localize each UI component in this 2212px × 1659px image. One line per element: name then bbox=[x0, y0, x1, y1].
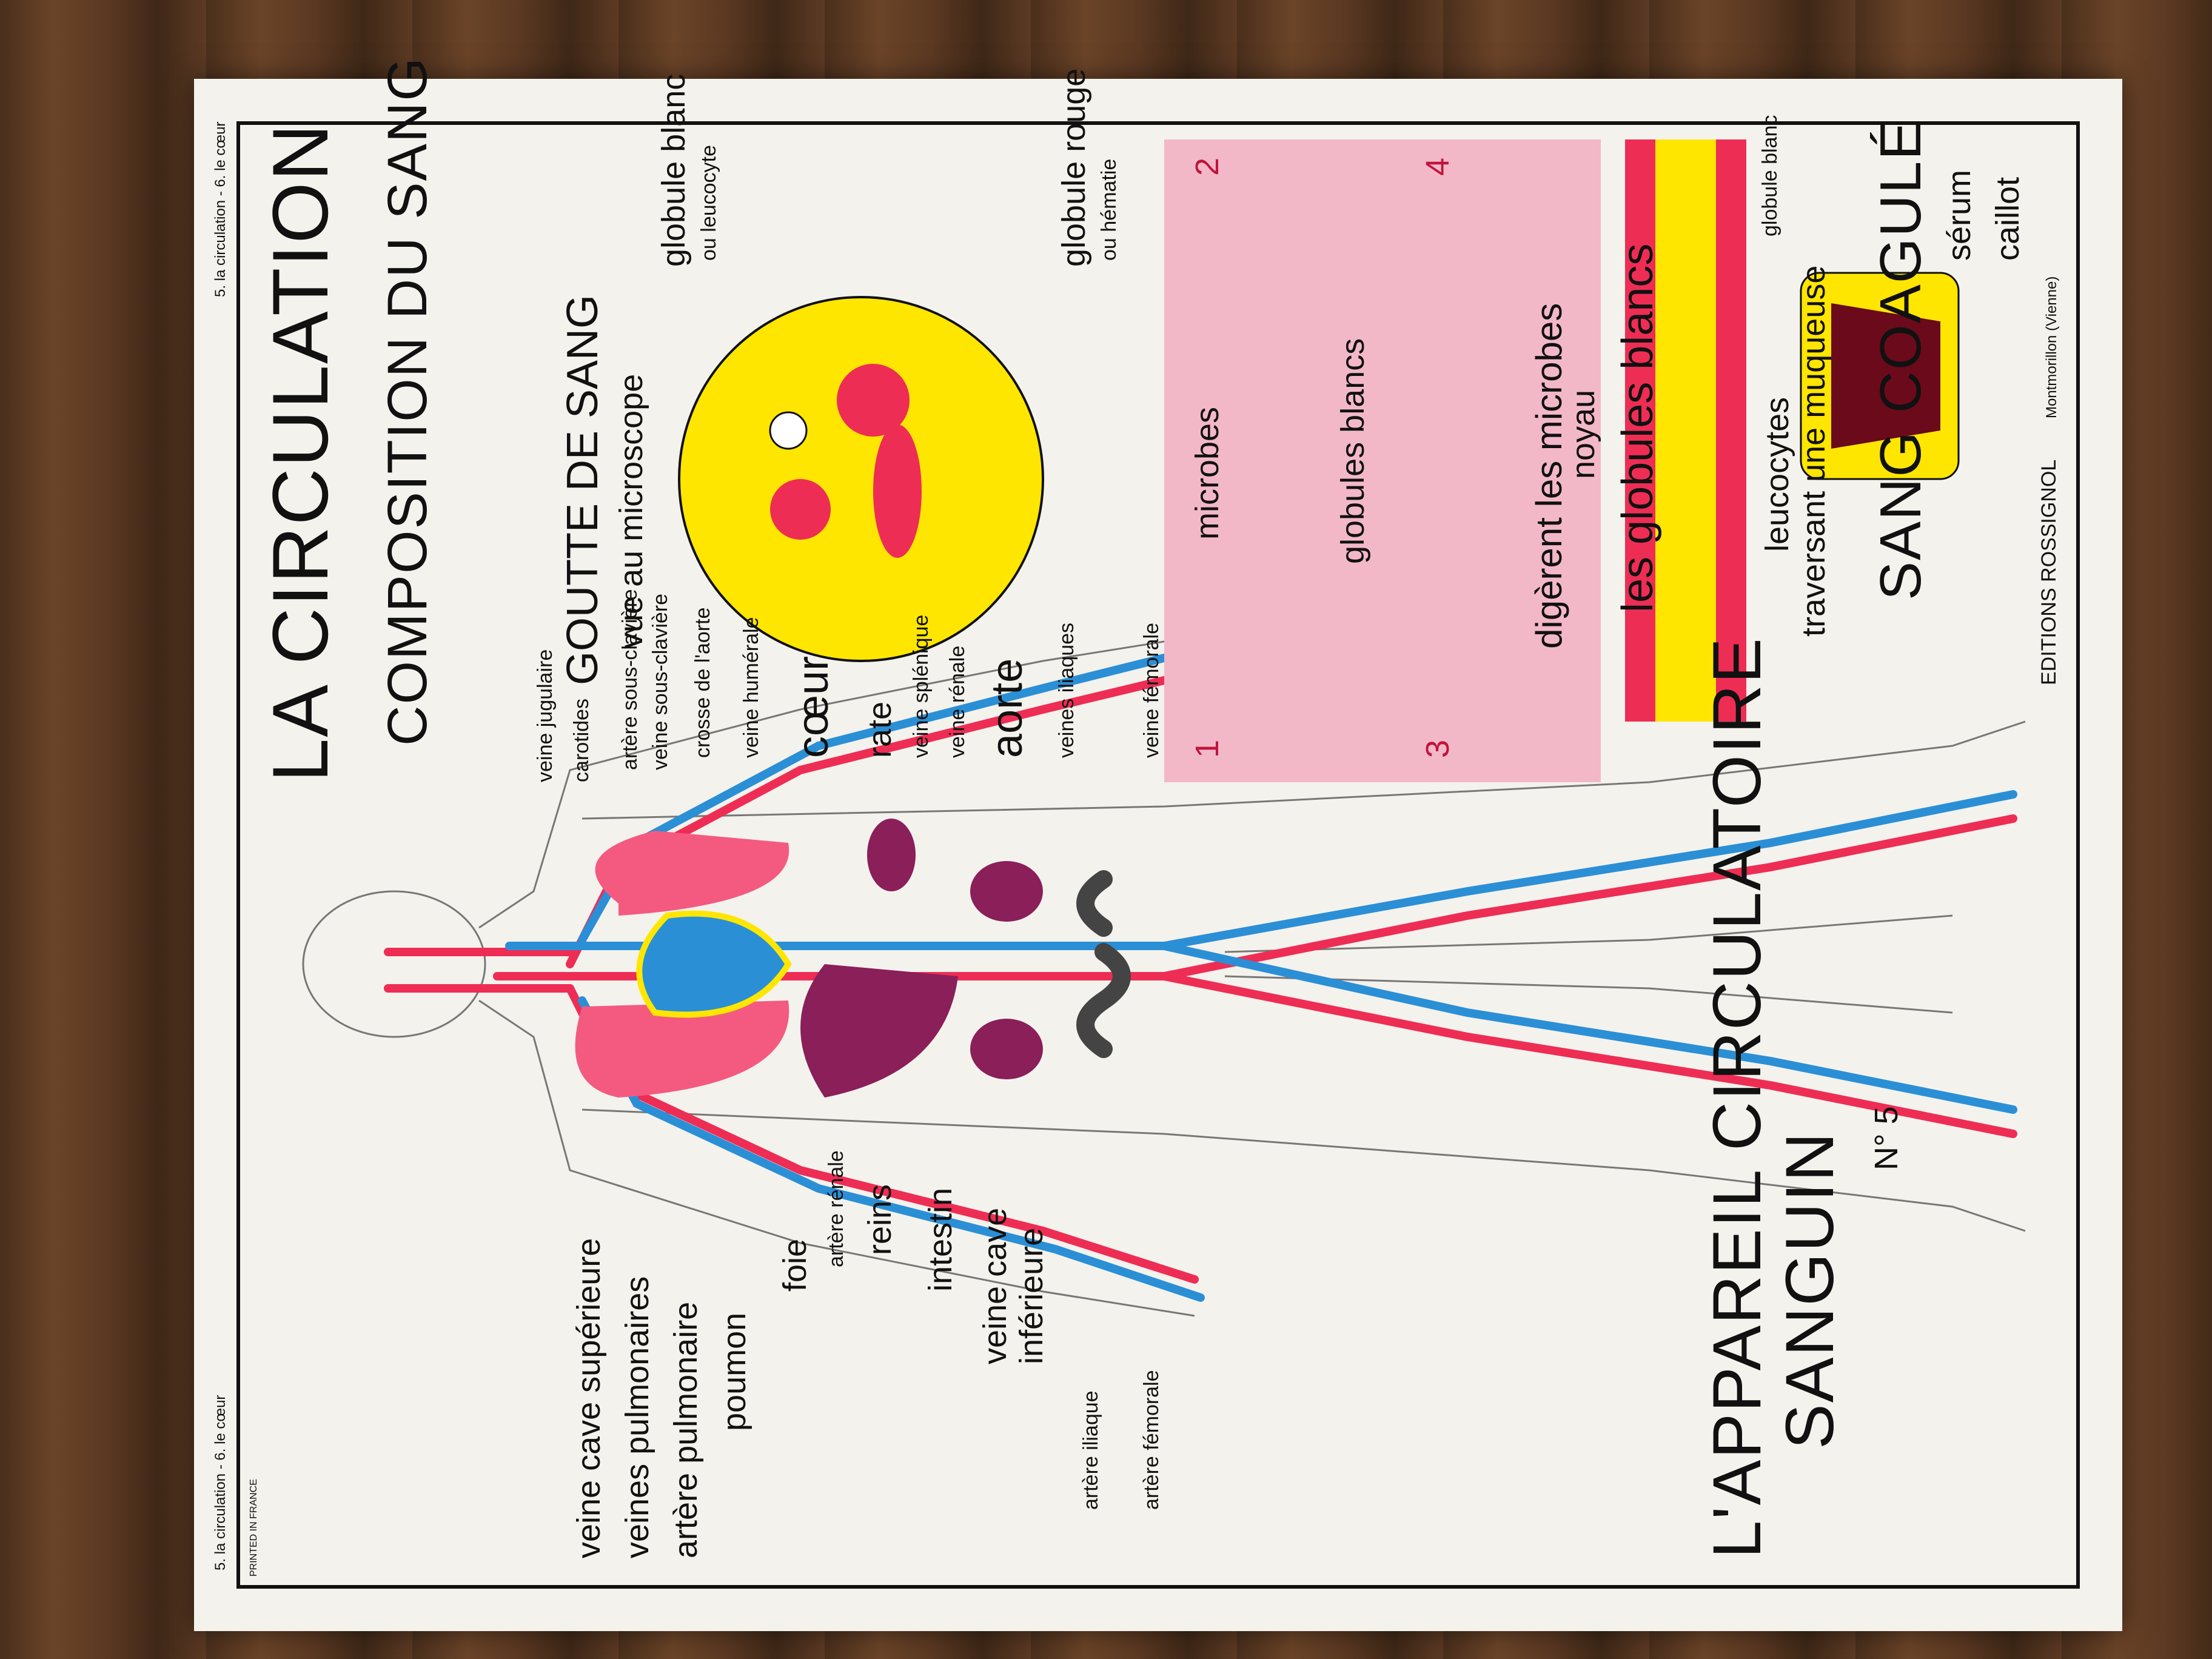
publisher-city: Montmorillon (Vienne) bbox=[2043, 276, 2060, 418]
caillot-clot bbox=[1831, 303, 1940, 449]
rbc-1 bbox=[770, 479, 831, 540]
intestin bbox=[1076, 870, 1131, 1058]
left-title-2: SANGUIN bbox=[1772, 1131, 1848, 1449]
label-veine-sous-claviere: veine sous-clavière bbox=[649, 593, 672, 770]
label-intestin: intestin bbox=[922, 1187, 959, 1292]
label-veine-humerale: veine humérale bbox=[740, 617, 763, 758]
body-outline bbox=[302, 635, 2026, 1317]
step-2: 2 bbox=[1189, 157, 1225, 176]
label-hematie: ou hématie bbox=[1098, 158, 1121, 261]
goutte-subtitle: vue au microscope bbox=[613, 374, 649, 649]
heart bbox=[636, 910, 792, 1018]
spleen bbox=[867, 819, 916, 891]
label-aorte: aorte bbox=[983, 658, 1031, 758]
label-serum: sérum bbox=[1941, 169, 1977, 261]
liver bbox=[800, 964, 958, 1098]
label-foie: foie bbox=[777, 1238, 813, 1292]
poster: 5. la circulation - 6. le cœur 5. la cir… bbox=[194, 56, 2122, 1631]
label-veines-pulmonaires: veines pulmonaires bbox=[619, 1276, 655, 1558]
blood-drop bbox=[678, 296, 1044, 662]
rbc-stack bbox=[873, 424, 922, 558]
label-veine-cave-sup: veine cave supérieure bbox=[571, 1238, 607, 1558]
composition-title: COMPOSITION DU SANG bbox=[377, 56, 438, 746]
label-poumon: poumon bbox=[716, 1312, 752, 1431]
label-veine-cave-inf-1: veine cave bbox=[977, 1207, 1013, 1364]
left-title-1: L'APPAREIL CIRCULATOIRE bbox=[1699, 637, 1775, 1558]
label-artere-femorale: artère fémorale bbox=[1140, 1370, 1163, 1510]
label-artere-pulmonaire: artère pulmonaire bbox=[668, 1301, 704, 1558]
label-veine-femorale: veine fémorale bbox=[1140, 622, 1163, 758]
label-veine-splenique: veine splénique bbox=[910, 614, 933, 758]
label-carotides: carotides bbox=[570, 699, 593, 782]
label-coeur: cœur bbox=[789, 656, 837, 758]
wbc-in-drop bbox=[769, 411, 808, 450]
step-3: 3 bbox=[1419, 739, 1456, 758]
coagule-title: SANG COAGULÉ bbox=[1868, 119, 1933, 600]
digestion-caption-2: digèrent les microbes bbox=[1529, 303, 1569, 649]
label-veine-cave-inf-2: inférieure bbox=[1013, 1227, 1050, 1364]
goutte-title: GOUTTE DE SANG bbox=[558, 294, 607, 685]
label-veine-jugulaire: veine jugulaire bbox=[534, 649, 557, 782]
poster-number: N° 5 bbox=[1868, 1106, 1905, 1170]
label-microbes: microbes bbox=[1189, 406, 1225, 540]
label-globule-rouge: globule rouge bbox=[1056, 68, 1092, 267]
label-artere-renale: artère rénale bbox=[825, 1150, 848, 1267]
label-veines-iliaques: veines iliaques bbox=[1055, 622, 1078, 758]
rbc-2 bbox=[837, 364, 910, 437]
mucosa-wbc-label: globule blanc bbox=[1758, 115, 1781, 236]
kidney-right bbox=[970, 861, 1043, 922]
left-lung bbox=[575, 1000, 789, 1098]
label-crosse-aorte: crosse de l'aorte bbox=[691, 607, 714, 758]
mucosa-caption-2: traversant une muqueuse bbox=[1795, 265, 1832, 637]
right-lung bbox=[595, 831, 789, 916]
label-caillot: caillot bbox=[1989, 176, 2026, 261]
label-globules-blancs: globules blancs bbox=[1335, 338, 1371, 564]
poster-sheet: 5. la circulation - 6. le cœur 5. la cir… bbox=[194, 56, 2122, 1631]
label-rate: rate bbox=[862, 701, 898, 758]
mucosa-caption-1: leucocytes bbox=[1759, 397, 1795, 552]
step-1: 1 bbox=[1189, 739, 1225, 758]
label-noyau: noyau bbox=[1565, 389, 1601, 479]
step-4: 4 bbox=[1419, 157, 1456, 176]
kidney-left bbox=[970, 1019, 1043, 1079]
label-veine-renale: veine rénale bbox=[946, 645, 969, 758]
label-leucocyte: ou leucocyte bbox=[697, 145, 720, 261]
publisher-name: EDITIONS ROSSIGNOL bbox=[2037, 459, 2060, 685]
label-reins: reins bbox=[862, 1184, 898, 1255]
digestion-caption-1: les globules blancs bbox=[1614, 243, 1662, 612]
label-artere-iliaque: artère iliaque bbox=[1079, 1390, 1102, 1510]
mucosa-core bbox=[1655, 139, 1716, 722]
label-globule-blanc: globule blanc bbox=[655, 73, 692, 267]
